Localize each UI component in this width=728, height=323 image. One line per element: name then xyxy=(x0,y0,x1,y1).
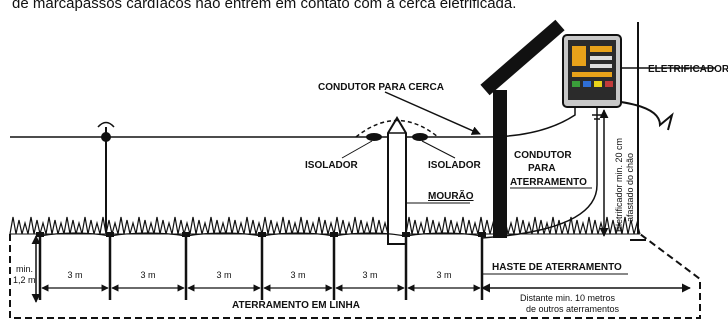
spacing-label: 3 m xyxy=(290,270,305,280)
label-conductor-fence: CONDUTOR PARA CERCA xyxy=(318,82,444,93)
label-min-depth-1: min. xyxy=(16,264,33,274)
spacing-label: 3 m xyxy=(362,270,377,280)
ground-rod-clamp xyxy=(36,232,44,237)
label-height-1: Eletrificador min. 20 cm xyxy=(614,138,624,232)
ground-rod-clamp xyxy=(106,232,114,237)
top-caption: de marcapassos cardíacos não entrem em c… xyxy=(12,0,516,12)
wire-junction xyxy=(101,132,111,142)
main-post xyxy=(480,19,565,238)
label-electrifier: ELETRIFICADOR xyxy=(648,64,728,75)
label-min-depth-2: 1,2 m xyxy=(13,275,36,285)
electrifier-device xyxy=(562,34,622,108)
label-insulator-left: ISOLADOR xyxy=(305,160,359,171)
ground-rod-clamp xyxy=(182,232,190,237)
ground-rod-clamp xyxy=(402,232,410,237)
ground-rod-clamp xyxy=(258,232,266,237)
label-distance-1: Distante min. 10 metros xyxy=(520,293,616,303)
grounding-zone-outline xyxy=(9,233,701,319)
label-distance-2: de outros aterramentos xyxy=(526,304,620,314)
insulator-right-shape xyxy=(412,133,428,141)
spacing-arrows: 3 m 3 m 3 m 3 m 3 m 3 m xyxy=(41,270,481,292)
ground-conductor xyxy=(481,107,598,239)
label-post: MOURÃO xyxy=(428,189,474,202)
mourao-post xyxy=(355,116,439,245)
spacing-label: 3 m xyxy=(140,270,155,280)
grass-strip xyxy=(9,216,641,235)
ground-rod-clamp xyxy=(478,232,486,237)
label-ground-conductor-3: ATERRAMENTO xyxy=(510,177,587,188)
spacing-label: 3 m xyxy=(67,270,82,280)
rod-connecting-wire xyxy=(39,232,483,237)
fence-conductor xyxy=(479,107,576,138)
ground-rods xyxy=(36,232,486,300)
label-ground-conductor-2: PARA xyxy=(528,163,556,174)
spacing-label: 3 m xyxy=(216,270,231,280)
spacing-label: 3 m xyxy=(436,270,451,280)
label-height-2: afastado do chão xyxy=(625,153,635,222)
label-ground-rod: HASTE DE ATERRAMENTO xyxy=(492,262,622,273)
label-ground-conductor-1: CONDUTOR xyxy=(514,150,572,161)
insulator-left-shape xyxy=(366,133,382,141)
power-cord xyxy=(620,101,674,131)
label-inline-grounding: ATERRAMENTO EM LINHA xyxy=(232,300,360,311)
ground-rod-clamp xyxy=(330,232,338,237)
label-insulator-right: ISOLADOR xyxy=(428,160,482,171)
